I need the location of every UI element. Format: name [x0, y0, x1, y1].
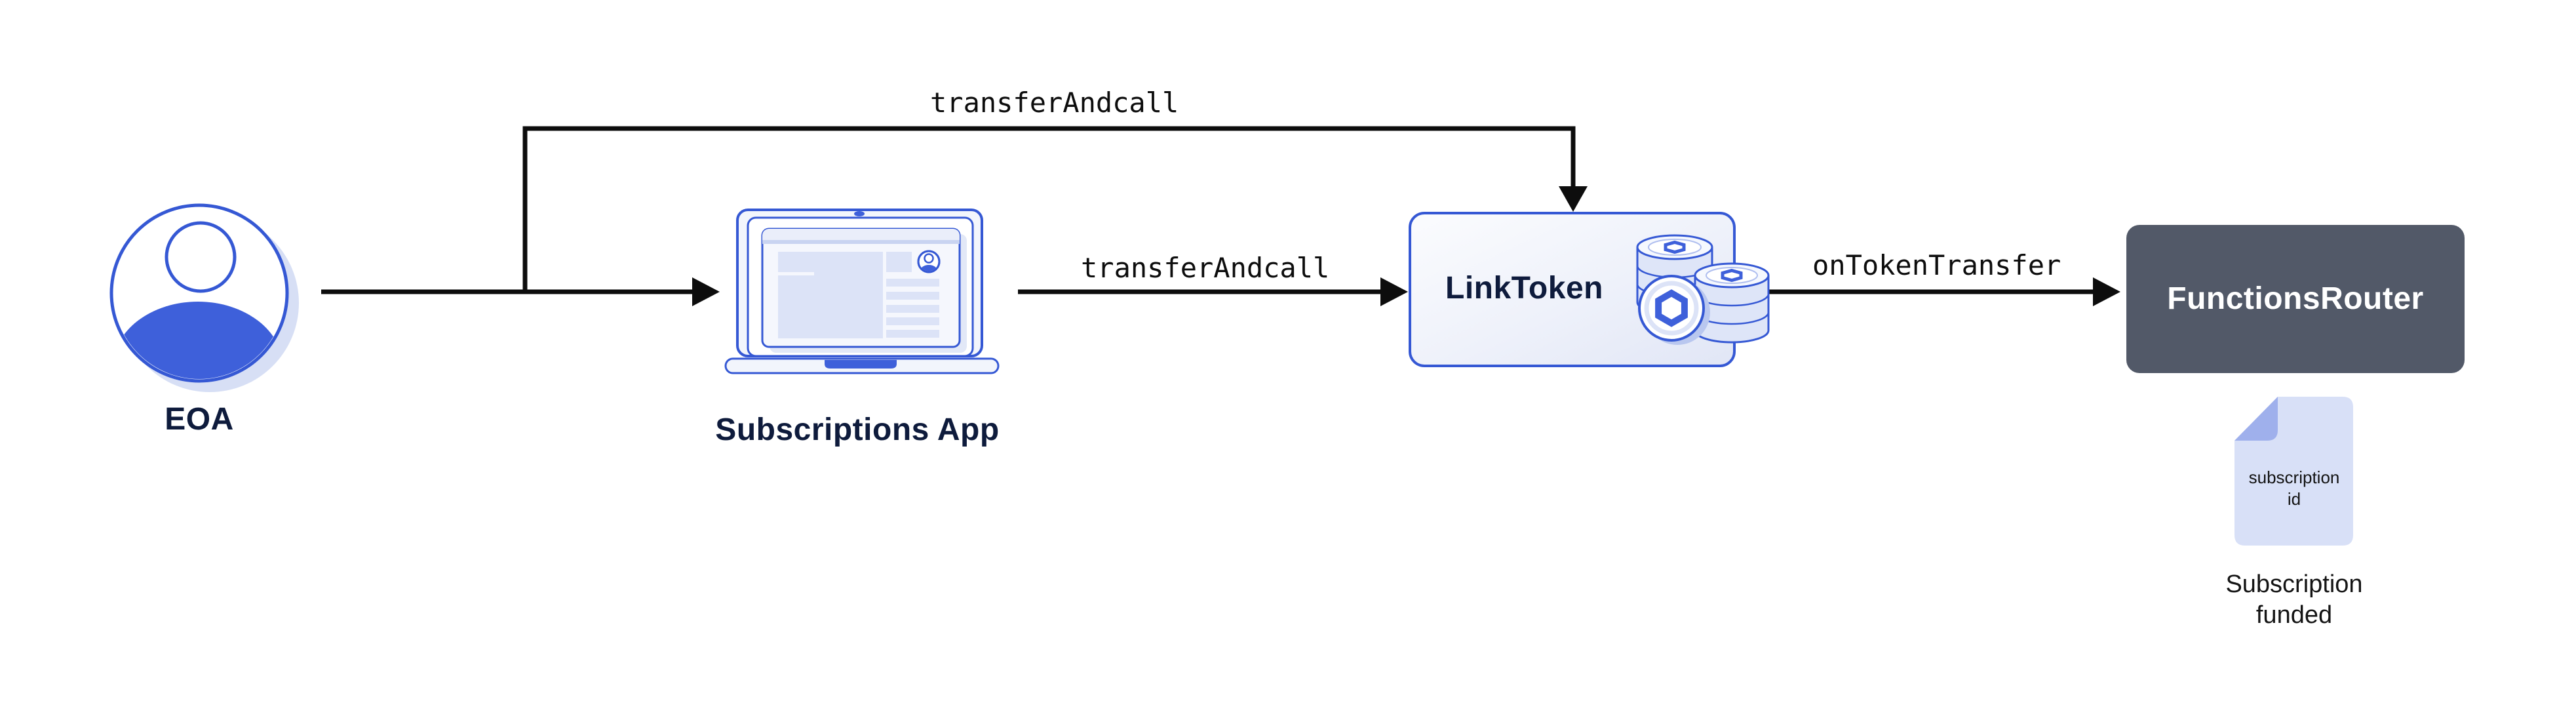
chainlink-hexagon-icon [1655, 289, 1688, 327]
arrowhead-right-icon [692, 277, 720, 306]
node-label-eoa: EOA [165, 402, 234, 437]
laptop-browser-icon [724, 209, 1000, 374]
functionsrouter-box: FunctionsRouter [2126, 225, 2465, 373]
subscription-doc-text-line1: subscription [2248, 468, 2340, 487]
subscription-doc-text: subscription id [2235, 467, 2353, 510]
arrow-lines [321, 126, 2094, 294]
coin-stack-right [1694, 262, 1770, 344]
arrowhead-right-icon [1380, 277, 1408, 306]
subscription-funded-caption-line1: Subscription [2225, 570, 2363, 598]
subscription-funded-caption: Subscription funded [2215, 569, 2373, 631]
node-label-linktoken: LinkToken [1445, 271, 1603, 306]
edge-label-transferandcall-top: transferAndcall [930, 87, 1179, 119]
subscription-funded-caption-line2: funded [2255, 601, 2333, 629]
chainlink-coin-icon [1638, 275, 1710, 345]
arrowhead-right-icon [2093, 277, 2120, 306]
document-folded-corner-icon [2234, 397, 2353, 546]
link-coin-stack-icon [1636, 234, 1770, 345]
document-fold-icon [2234, 397, 2278, 441]
arrowhead-down-icon [1559, 186, 1588, 212]
arrow-eoa-branch-to-linktoken [522, 126, 1576, 292]
node-label-functionsrouter: FunctionsRouter [2167, 281, 2424, 316]
subscription-doc-text-line2: id [2287, 489, 2301, 509]
user-avatar-icon [109, 203, 299, 392]
edge-label-ontokentransfer: onTokenTransfer [1812, 249, 2061, 281]
edge-label-transferandcall-mid: transferAndcall [1081, 252, 1330, 284]
arrow-heads [692, 186, 2120, 306]
webcam-dot-icon [854, 211, 865, 216]
node-label-subscriptions-app: Subscriptions App [715, 412, 1000, 447]
